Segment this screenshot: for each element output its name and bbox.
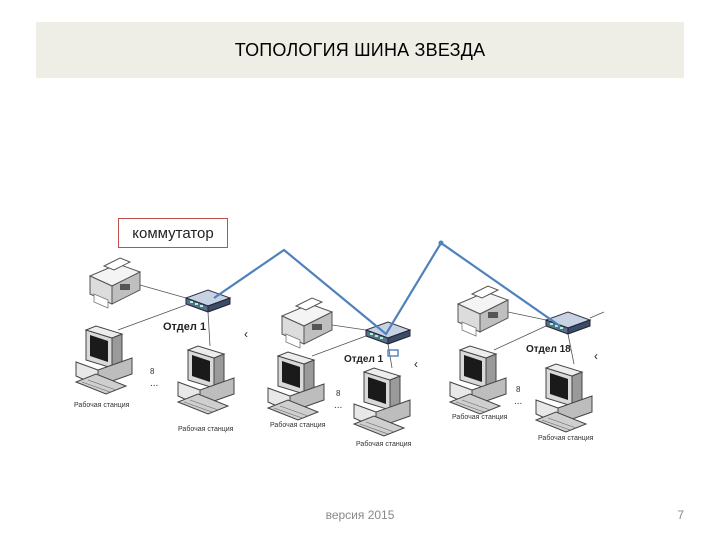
title-bar: ТОПОЛОГИЯ ШИНА ЗВЕЗДА	[36, 22, 684, 78]
ellipsis: ...	[514, 396, 522, 407]
department-label: Отдел 1	[344, 354, 384, 365]
svg-text:‹: ‹	[244, 327, 248, 341]
department-label: Отдел 18	[526, 344, 571, 355]
printer-icon	[281, 297, 333, 349]
department-1: Отдел 1 8 ... Рабочая станция Рабочая ст…	[74, 257, 248, 433]
svg-text:‹: ‹	[414, 357, 418, 371]
workstation-label: Рабочая станция	[452, 413, 508, 421]
switch-icon	[545, 311, 591, 335]
workstation-icon	[353, 367, 411, 437]
footer-version: версия 2015	[325, 508, 395, 522]
printer-icon	[89, 257, 141, 309]
bus-line	[213, 241, 561, 336]
workstation-count: 8	[336, 389, 341, 398]
workstation-count: 8	[516, 385, 521, 394]
workstation-icon	[267, 351, 325, 421]
department-label: Отдел 1	[163, 321, 206, 333]
switch-icon	[185, 289, 231, 313]
bus-node	[438, 240, 444, 246]
workstation-count: 8	[150, 367, 155, 376]
svg-text:‹: ‹	[594, 349, 598, 363]
slide-title: ТОПОЛОГИЯ ШИНА ЗВЕЗДА	[234, 39, 486, 60]
workstation-label: Рабочая станция	[178, 425, 234, 433]
printer-icon	[457, 285, 509, 337]
workstation-label: Рабочая станция	[538, 434, 594, 442]
department-3: Отдел 18 8 ... Рабочая станция Рабочая с…	[449, 285, 605, 442]
switch-icon	[365, 321, 411, 345]
ellipsis: ...	[334, 400, 342, 411]
callout-label: коммутатор	[132, 224, 214, 242]
workstation-icon	[449, 345, 507, 415]
workstation-icon	[177, 345, 235, 415]
workstation-icon	[75, 325, 133, 395]
department-2: Отдел 1 8 ... Рабочая станция Рабочая ст…	[267, 297, 418, 448]
switch-callout: коммутатор	[118, 218, 228, 248]
ellipsis: ...	[150, 378, 158, 389]
workstation-icon	[535, 363, 593, 433]
workstation-label: Рабочая станция	[74, 401, 130, 409]
page-number: 7	[677, 508, 684, 522]
workstation-label: Рабочая станция	[356, 440, 412, 448]
workstation-label: Рабочая станция	[270, 421, 326, 429]
